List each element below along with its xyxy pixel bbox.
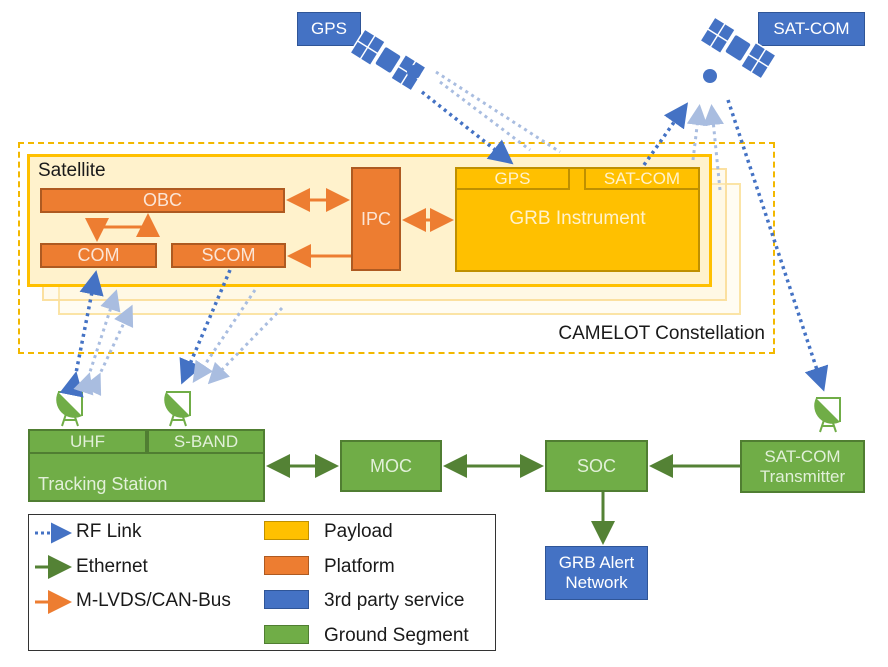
ipc-block[interactable]: IPC bbox=[351, 167, 401, 271]
gps-service-box[interactable]: GPS bbox=[297, 12, 361, 46]
legend bbox=[28, 514, 496, 651]
satcom-tx-antenna-icon bbox=[813, 397, 841, 433]
constellation-label: CAMELOT Constellation bbox=[558, 323, 765, 344]
com-block[interactable]: COM bbox=[40, 243, 157, 268]
payload-gps-block[interactable]: GPS bbox=[455, 167, 570, 190]
moc-block[interactable]: MOC bbox=[340, 440, 442, 492]
legend-mlvds: M-LVDS/CAN-Bus bbox=[76, 590, 231, 611]
sband-block[interactable]: S-BAND bbox=[147, 429, 265, 454]
obc-block[interactable]: OBC bbox=[40, 188, 285, 213]
legend-ground: Ground Segment bbox=[324, 625, 469, 646]
sband-label: S-BAND bbox=[173, 431, 239, 451]
gps-satellite-dish-icon bbox=[407, 65, 421, 79]
ipc-label: IPC bbox=[360, 208, 391, 229]
sband-antenna-icon bbox=[163, 391, 191, 427]
payload-gps-label: GPS bbox=[494, 168, 531, 188]
payload-satcom-label: SAT-COM bbox=[603, 168, 681, 188]
uhf-block[interactable]: UHF bbox=[28, 429, 147, 454]
grb-alert-network-label: GRB Alert Network bbox=[558, 553, 635, 592]
scom-block[interactable]: SCOM bbox=[171, 243, 286, 268]
legend-payload: Payload bbox=[324, 521, 393, 542]
com-label: COM bbox=[77, 245, 120, 266]
gps-service-label: GPS bbox=[311, 19, 347, 39]
scom-label: SCOM bbox=[201, 245, 256, 266]
legend-3rdparty-swatch bbox=[264, 590, 309, 609]
satcom-transmitter-label-2: Transmitter bbox=[759, 466, 846, 486]
gps-rf-ghost-1 bbox=[439, 80, 531, 152]
legend-platform: Platform bbox=[324, 556, 395, 577]
legend-ground-swatch bbox=[264, 625, 309, 644]
uhf-label: UHF bbox=[70, 431, 105, 451]
soc-block[interactable]: SOC bbox=[545, 440, 648, 492]
legend-3rdparty: 3rd party service bbox=[324, 590, 465, 611]
satcom-service-box[interactable]: SAT-COM bbox=[758, 12, 865, 46]
satcom-service-label: SAT-COM bbox=[773, 19, 850, 39]
obc-label: OBC bbox=[142, 190, 182, 211]
legend-rf-link: RF Link bbox=[76, 521, 142, 542]
gps-satellite-icon bbox=[349, 28, 427, 92]
legend-ethernet: Ethernet bbox=[76, 556, 148, 577]
satcom-transmitter-label-1: SAT-COM bbox=[764, 446, 841, 466]
payload-satcom-block[interactable]: SAT-COM bbox=[584, 167, 700, 190]
grb-alert-network-box[interactable]: GRB Alert Network bbox=[545, 546, 648, 600]
uhf-antenna-icon bbox=[55, 391, 83, 427]
soc-label: SOC bbox=[576, 455, 616, 476]
grb-instrument-label: GRB Instrument bbox=[509, 208, 646, 230]
moc-label: MOC bbox=[370, 455, 412, 476]
tracking-station-label: Tracking Station bbox=[38, 474, 168, 494]
satcom-transmitter-block[interactable]: SAT-COM Transmitter bbox=[740, 440, 865, 493]
legend-platform-swatch bbox=[264, 556, 309, 575]
satcom-satellite-dish-icon bbox=[703, 69, 717, 83]
gps-rf-ghost-2 bbox=[435, 70, 561, 154]
satellite-label: Satellite bbox=[38, 160, 106, 181]
legend-payload-swatch bbox=[264, 521, 309, 540]
